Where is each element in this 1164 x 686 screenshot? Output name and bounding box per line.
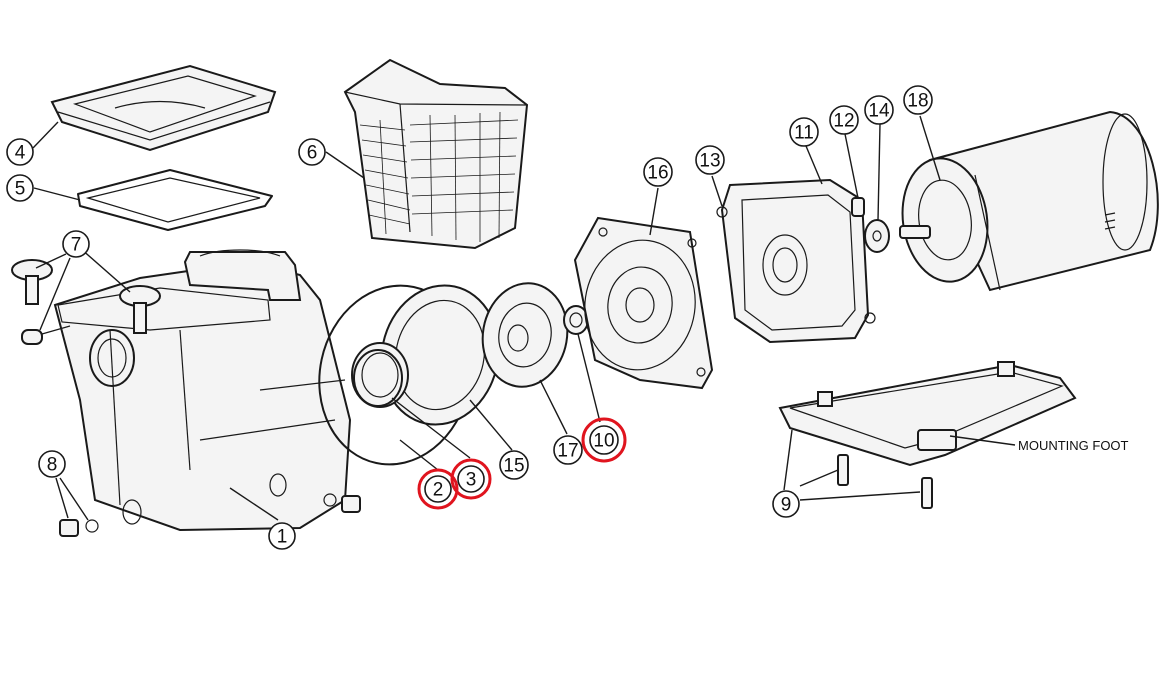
callout-6: 6 (298, 138, 326, 166)
drain-plug-right (323, 493, 361, 513)
lid-o-ring (77, 169, 273, 231)
leader-lines (32, 115, 1016, 521)
svg-text:7: 7 (71, 235, 82, 256)
svg-text:4: 4 (15, 143, 26, 164)
svg-text:18: 18 (907, 91, 928, 112)
svg-text:1: 1 (277, 527, 288, 548)
svg-text:6: 6 (307, 143, 318, 164)
svg-text:14: 14 (868, 101, 890, 122)
svg-text:9: 9 (781, 495, 792, 516)
motor-mounting-plate (716, 178, 876, 344)
lid-knob-left (11, 259, 53, 305)
svg-text:17: 17 (557, 441, 578, 462)
callout-13: 13 (695, 145, 725, 175)
callout-9: 9 (772, 490, 800, 518)
callout-4: 4 (6, 138, 34, 166)
callout-15: 15 (499, 450, 529, 480)
callout-3: 3 (457, 465, 485, 493)
callout-14: 14 (864, 95, 894, 125)
foot-bolt-left (837, 454, 849, 486)
pump-housing (21, 249, 352, 532)
callout-7: 7 (62, 230, 90, 258)
diffuser-o-ring (353, 349, 403, 407)
strainer-cover-lid (50, 64, 277, 152)
diffuser (351, 284, 500, 426)
svg-text:2: 2 (433, 480, 444, 501)
seal-plate (573, 216, 714, 390)
svg-text:8: 8 (47, 455, 58, 476)
strainer-basket (343, 58, 529, 250)
callout-17: 17 (553, 435, 583, 465)
mounting-foot (778, 361, 1077, 467)
svg-text:16: 16 (647, 163, 668, 184)
motor-bolt (851, 197, 865, 217)
svg-text:10: 10 (593, 431, 614, 452)
foot-bolt-right (921, 477, 933, 509)
pump-motor (899, 110, 1159, 292)
callout-5: 5 (6, 174, 34, 202)
mounting-foot-caption: MOUNTING FOOT (1018, 438, 1129, 453)
svg-text:11: 11 (794, 123, 814, 144)
callout-8: 8 (38, 450, 66, 478)
callout-11: 11 (789, 117, 819, 147)
highlight-circles (417, 417, 627, 510)
lid-knob-right (119, 285, 161, 334)
drain-plug-left (59, 519, 99, 537)
slinger-washer (864, 219, 890, 253)
callout-10: 10 (589, 425, 619, 455)
svg-text:3: 3 (466, 470, 477, 491)
svg-text:13: 13 (699, 151, 720, 172)
svg-text:12: 12 (833, 111, 854, 132)
callout-16: 16 (643, 157, 673, 187)
svg-text:5: 5 (15, 179, 26, 200)
svg-text:15: 15 (503, 456, 524, 477)
callout-1: 1 (268, 522, 296, 550)
callout-2: 2 (424, 475, 452, 503)
callout-18: 18 (903, 85, 933, 115)
callout-12: 12 (829, 105, 859, 135)
impeller (481, 282, 569, 388)
